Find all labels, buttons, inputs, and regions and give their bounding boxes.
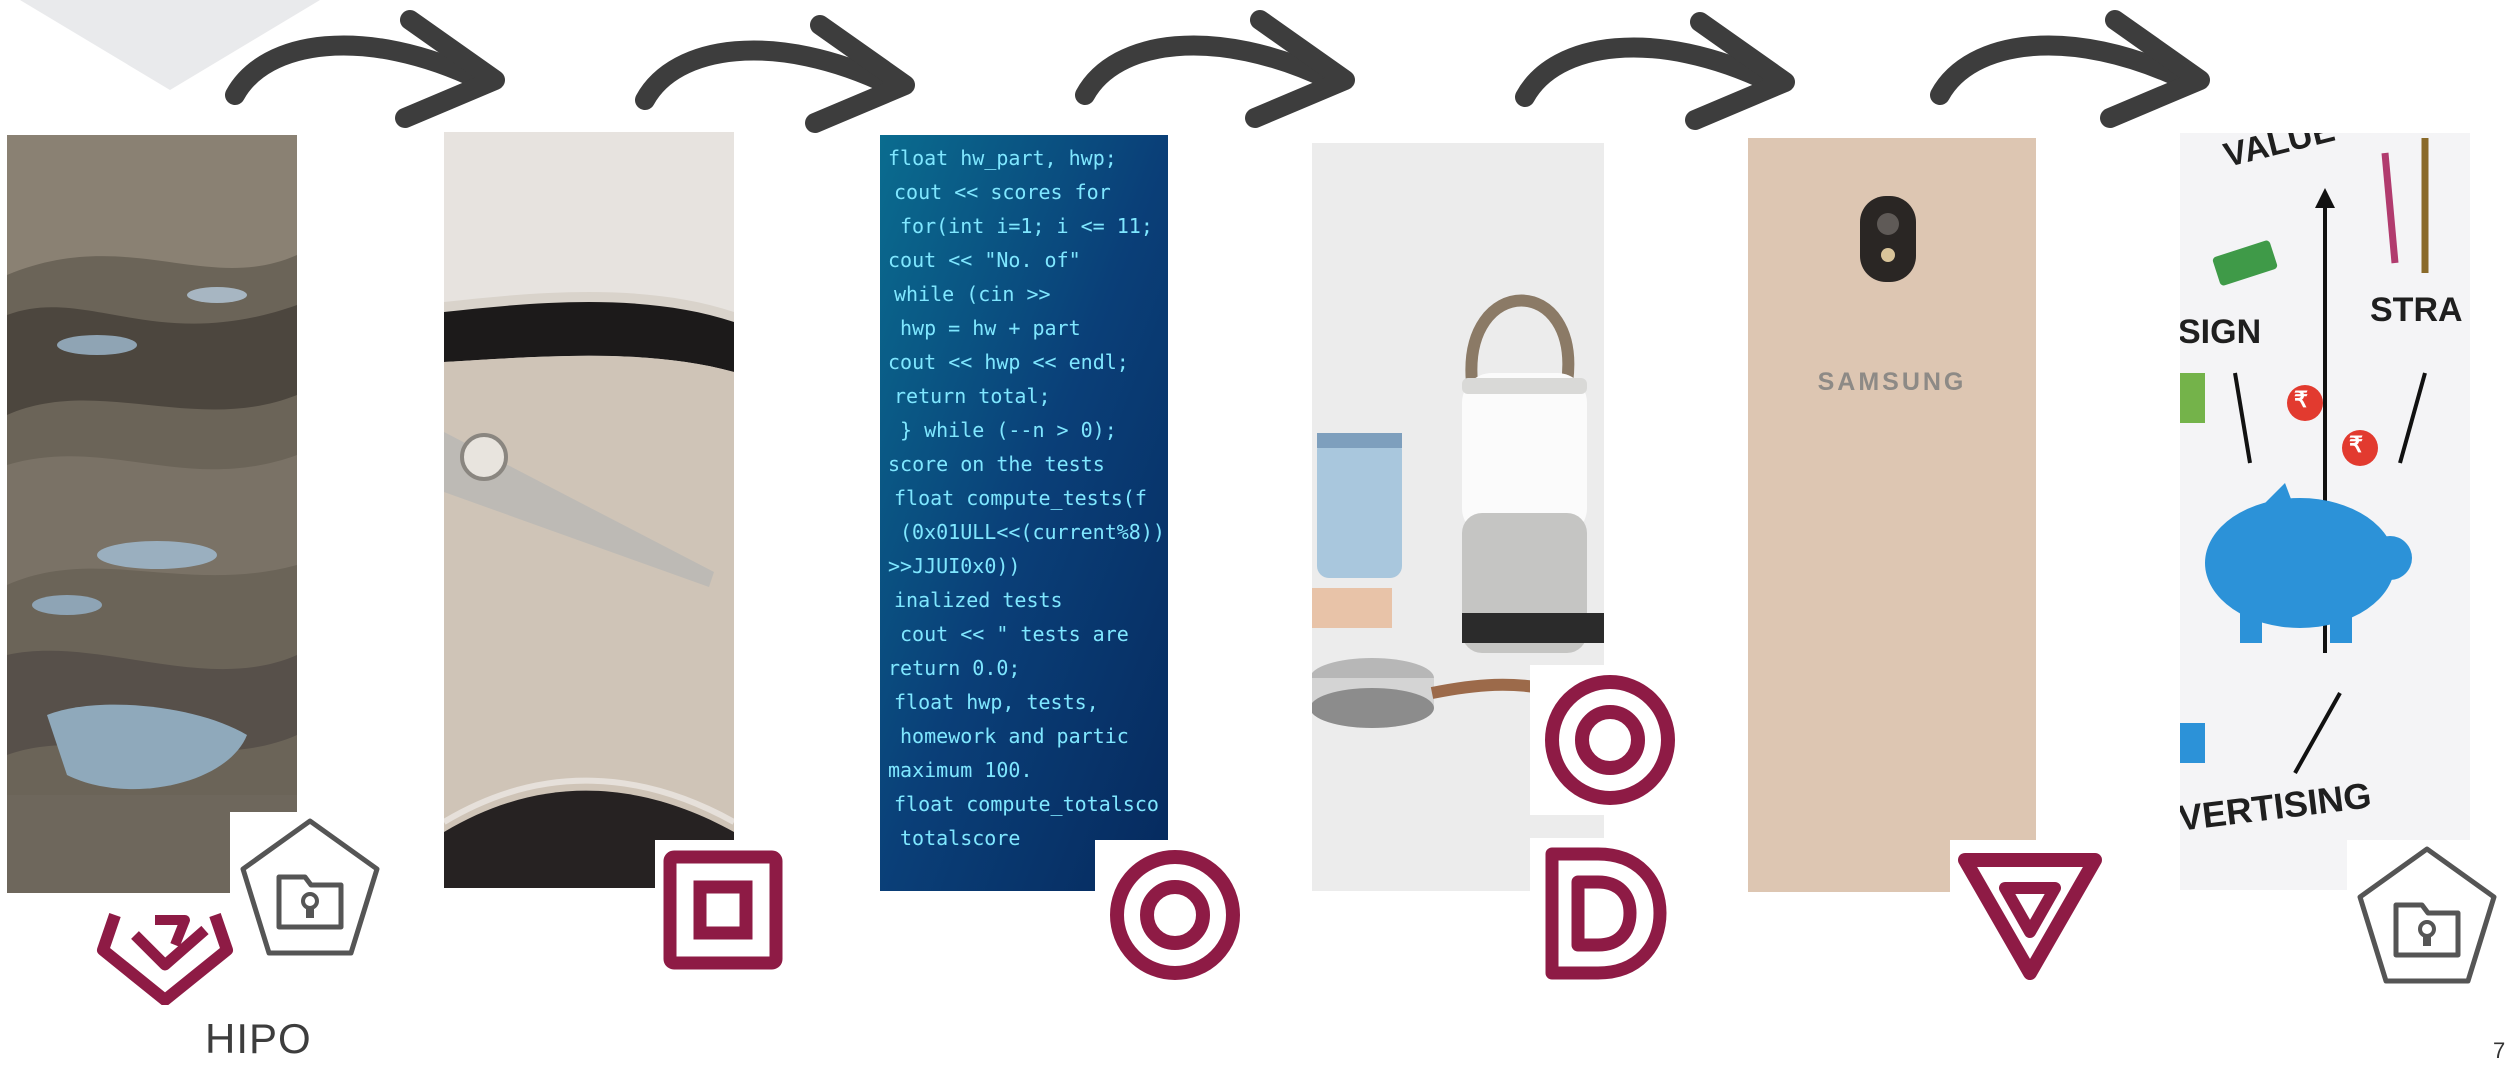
code-line: float compute_totalsco <box>894 792 1159 816</box>
phone-brand-label: SAMSUNG <box>1817 368 1967 396</box>
arrow-icon <box>1515 12 1795 130</box>
secure-folder-icon <box>230 812 390 962</box>
code-line: float hw_part, hwp; <box>888 146 1117 170</box>
code-line: } while (--n > 0); <box>900 418 1117 442</box>
code-line: for(int i=1; i <= 11; <box>900 214 1153 238</box>
triangle-down-icon <box>1950 840 2110 990</box>
code-line: float compute_tests(f <box>894 486 1147 510</box>
code-line: inalized tests <box>894 588 1063 612</box>
photo-code-screen: float hw_part, hwp; cout << scores for for… <box>880 135 1168 891</box>
arrow-icon <box>225 10 505 128</box>
photo-samsung-phone: SAMSUNG <box>1748 138 2036 892</box>
photo-speakers <box>1312 143 1604 891</box>
code-line: return 0.0; <box>888 656 1020 680</box>
brand-name: HIPO <box>205 1015 312 1062</box>
code-line: cout << " tests are <box>900 622 1129 646</box>
rupee-icon: ₹ <box>2294 387 2308 412</box>
ring-icon <box>1530 665 1690 815</box>
ring-icon <box>1095 840 1255 990</box>
code-line: float hwp, tests, <box>894 690 1099 714</box>
secure-folder-icon <box>2347 840 2507 990</box>
code-line: (0x01ULL<<(current%8)) <box>900 520 1165 544</box>
code-line: return total; <box>894 384 1051 408</box>
photo-mining-landscape <box>7 135 297 893</box>
rupee-icon: ₹ <box>2349 432 2363 457</box>
code-line: >>JJUI0x0)) <box>888 554 1020 578</box>
code-line: cout << "No. of" <box>888 248 1081 272</box>
photo-value-concept: VALUE SIGN STRA VERTISING ₹ ₹ <box>2180 133 2470 890</box>
arrow-icon <box>1075 10 1355 128</box>
photo-hard-drive <box>444 132 734 888</box>
code-line: totalscore <box>900 826 1020 850</box>
code-line: score on the tests <box>888 452 1105 476</box>
code-line: cout << scores for <box>894 180 1111 204</box>
letter-d-icon <box>1530 838 1680 988</box>
code-line: cout << hwp << endl; <box>888 350 1129 374</box>
square-icon <box>655 840 790 980</box>
code-line: homework and partic <box>900 724 1129 748</box>
page-number: 7 <box>2493 1038 2506 1063</box>
hipo-logo-icon <box>95 905 235 1006</box>
arrow-icon <box>1930 10 2210 128</box>
code-line: maximum 100. <box>888 758 1033 782</box>
code-line: while (cin >> <box>894 282 1051 306</box>
strategy-word: STRA <box>2370 291 2463 329</box>
code-line: hwp = hw + part <box>900 316 1081 340</box>
design-word: SIGN <box>2180 313 2262 351</box>
arrow-icon <box>635 15 915 133</box>
